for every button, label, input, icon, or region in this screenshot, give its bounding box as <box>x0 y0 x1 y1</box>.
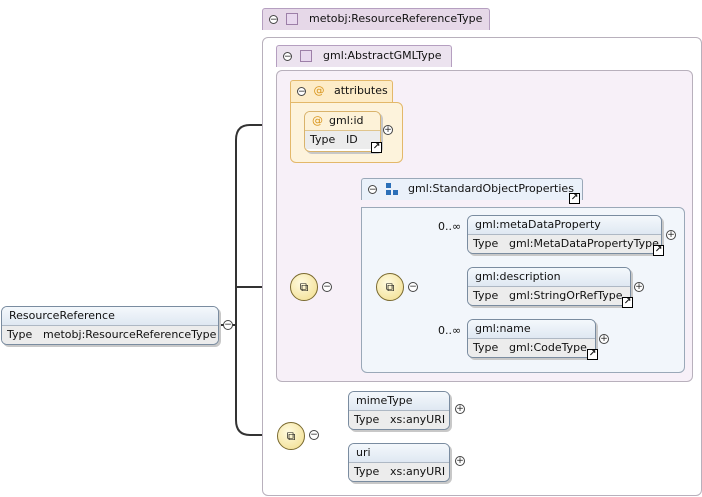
resource-reference-type-label: metobj:ResourceReferenceType <box>309 12 483 25</box>
abstract-gml-type-label: gml:AbstractGMLType <box>323 49 442 62</box>
collapse-icon[interactable]: − <box>368 184 377 195</box>
go-to-definition-icon[interactable]: ↗ <box>371 142 382 153</box>
element-name: mimeType <box>349 392 449 411</box>
expand-icon[interactable]: + <box>599 334 609 344</box>
element-name-gml[interactable]: gml:name Type gml:CodeType <box>467 319 596 358</box>
expand-icon[interactable]: + <box>634 282 644 292</box>
type-value: metobj:ResourceReferenceType <box>43 328 217 341</box>
type-key: Type <box>7 328 33 341</box>
attributes-tab[interactable]: − @ attributes <box>290 80 393 102</box>
type-value: xs:anyURI <box>390 413 446 426</box>
element-name: gml:name <box>468 320 595 339</box>
expand-icon[interactable]: + <box>455 456 465 466</box>
go-to-definition-icon[interactable]: ↗ <box>622 297 633 308</box>
element-name: uri <box>349 444 449 463</box>
type-key: Type <box>310 133 336 146</box>
collapse-icon[interactable]: − <box>297 86 306 97</box>
group-icon <box>385 182 399 196</box>
element-name: ResourceReference <box>2 307 218 326</box>
type-value: gml:MetaDataPropertyType <box>509 237 659 250</box>
element-name: gml:description <box>468 268 630 287</box>
attribute-name: gml:id <box>329 114 364 127</box>
go-to-definition-icon[interactable]: ↗ <box>569 193 580 204</box>
attribute-gml-id[interactable]: @ gml:id Type ID <box>304 111 381 152</box>
type-key: Type <box>473 237 499 250</box>
expand-icon[interactable]: + <box>383 125 393 135</box>
complex-type-icon <box>285 13 298 25</box>
sequence-compositor-icon[interactable]: ⧉ <box>290 273 318 301</box>
sequence-compositor-icon[interactable]: ⧉ <box>376 273 404 301</box>
attributes-label: attributes <box>334 84 388 97</box>
type-value: xs:anyURI <box>390 465 446 478</box>
type-key: Type <box>354 413 380 426</box>
element-description[interactable]: gml:description Type gml:StringOrRefType <box>467 267 631 306</box>
go-to-definition-icon[interactable]: ↗ <box>653 245 664 256</box>
cardinality-label: 0..∞ <box>438 324 462 337</box>
type-key: Type <box>473 341 499 354</box>
abstract-gml-type-tab[interactable]: − gml:AbstractGMLType <box>276 45 452 67</box>
type-key: Type <box>354 465 380 478</box>
collapse-icon[interactable]: − <box>283 51 292 62</box>
go-to-definition-icon[interactable]: ↗ <box>587 349 598 360</box>
standard-object-properties-label: gml:StandardObjectProperties <box>408 182 574 195</box>
expand-icon[interactable]: + <box>455 404 465 414</box>
complex-type-icon <box>299 50 312 62</box>
cardinality-label: 0..∞ <box>438 220 462 233</box>
type-key: Type <box>473 289 499 302</box>
type-value: ID <box>346 133 358 146</box>
collapse-icon[interactable]: − <box>223 320 233 330</box>
element-name: gml:metaDataProperty <box>468 216 661 235</box>
type-value: gml:CodeType <box>509 341 587 354</box>
sequence-compositor-icon[interactable]: ⧉ <box>277 422 305 450</box>
collapse-icon[interactable]: − <box>408 282 418 292</box>
expand-icon[interactable]: + <box>666 230 676 240</box>
collapse-icon[interactable]: − <box>309 430 319 440</box>
root-element-resource-reference[interactable]: ResourceReference Type metobj:ResourceRef… <box>1 306 219 345</box>
collapse-icon[interactable]: − <box>269 14 278 25</box>
element-mime-type[interactable]: mimeType Type xs:anyURI <box>348 391 450 430</box>
standard-object-properties-tab[interactable]: − gml:StandardObjectProperties <box>361 178 583 200</box>
attribute-at-icon: @ <box>313 84 325 97</box>
type-value: gml:StringOrRefType <box>509 289 623 302</box>
attribute-at-icon: @ <box>312 114 323 127</box>
element-meta-data-property[interactable]: gml:metaDataProperty Type gml:MetaDataPro… <box>467 215 662 254</box>
resource-reference-type-tab[interactable]: − metobj:ResourceReferenceType <box>262 8 490 30</box>
collapse-icon[interactable]: − <box>322 282 332 292</box>
element-uri[interactable]: uri Type xs:anyURI <box>348 443 450 482</box>
